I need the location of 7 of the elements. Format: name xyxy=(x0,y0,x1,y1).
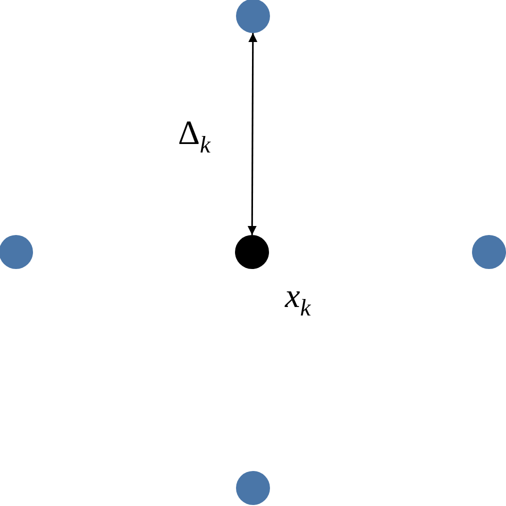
point-label: x$_{k}$ xyxy=(285,278,311,322)
sample-point xyxy=(0,235,33,269)
sample-point xyxy=(236,471,270,505)
sample-point xyxy=(236,0,270,33)
center-point xyxy=(235,235,269,269)
double-arrow xyxy=(248,33,258,235)
sample-point xyxy=(472,235,506,269)
